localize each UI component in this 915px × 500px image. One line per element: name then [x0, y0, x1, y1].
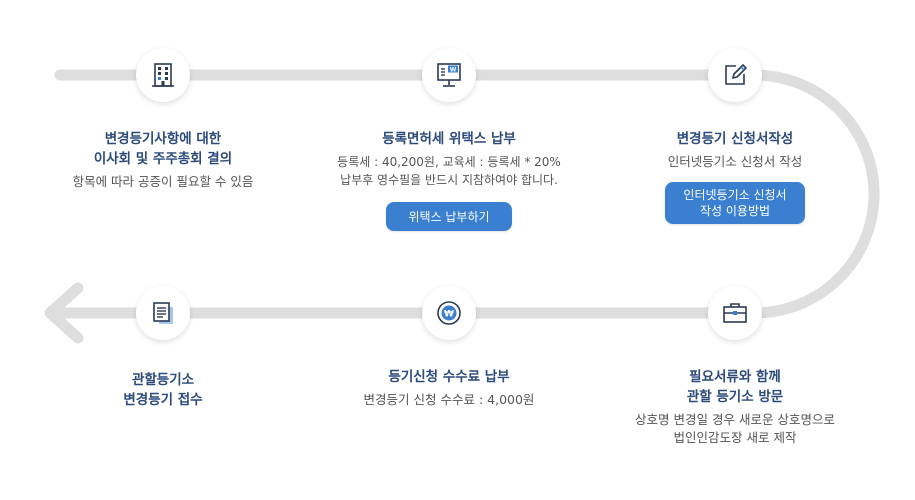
step-4: 필요서류와 함께 관할 등기소 방문 상호명 변경일 경우 새로운 상호명으로 …: [615, 367, 855, 447]
payment-kiosk-icon: W: [437, 63, 461, 87]
step-3: 변경등기 신청서작성 인터넷등기소 신청서 작성 인터넷등기소 신청서 작성 이…: [615, 129, 855, 224]
step-2-title: 등록면허세 위택스 납부: [382, 131, 516, 147]
step-5-icon-circle: ₩: [422, 286, 476, 340]
step-1-title: 변경등기사항에 대한 이사회 및 주주총회 결의: [93, 131, 233, 167]
svg-text:₩: ₩: [444, 310, 454, 320]
svg-text:W: W: [450, 67, 457, 74]
step-2-icon-circle: W: [422, 48, 476, 102]
won-coin-icon: ₩: [437, 301, 461, 325]
step-2: 등록면허세 위택스 납부 등록세 : 40,200원, 교육세 : 등록세 * …: [329, 129, 569, 231]
step-6-icon-circle: [136, 286, 190, 340]
document-icon: [153, 302, 173, 324]
step-1-description: 항목에 따라 공증이 필요할 수 있음: [72, 174, 254, 189]
step-1: 변경등기사항에 대한 이사회 및 주주총회 결의 항목에 따라 공증이 필요할 …: [43, 129, 283, 191]
briefcase-icon: [723, 303, 747, 323]
step-6-title: 관할등기소 변경등기 접수: [123, 372, 203, 408]
step-3-title: 변경등기 신청서작성: [676, 131, 794, 147]
step-3-description: 인터넷등기소 신청서 작성: [667, 154, 803, 169]
step-5-title: 등기신청 수수료 납부: [388, 369, 510, 385]
step-4-description: 상호명 변경일 경우 새로운 상호명으로 법인인감도장 새로 제작: [635, 412, 835, 445]
step-4-title: 필요서류와 함께 관할 등기소 방문: [686, 369, 784, 405]
step-2-description: 등록세 : 40,200원, 교육세 : 등록세 * 20% 납부후 영수필을 …: [337, 155, 561, 187]
step-5-description: 변경등기 신청 수수료 : 4,000원: [363, 392, 535, 407]
step-1-icon-circle: [136, 48, 190, 102]
wetax-pay-button[interactable]: 위택스 납부하기: [386, 202, 512, 231]
step-6: 관할등기소 변경등기 접수: [43, 370, 283, 410]
iros-guide-button[interactable]: 인터넷등기소 신청서 작성 이용방법: [665, 182, 805, 224]
step-4-icon-circle: [708, 286, 762, 340]
step-5: 등기신청 수수료 납부 변경등기 신청 수수료 : 4,000원: [329, 367, 569, 409]
step-3-icon-circle: [708, 48, 762, 102]
building-icon: [152, 63, 174, 87]
edit-form-icon: [725, 64, 747, 85]
